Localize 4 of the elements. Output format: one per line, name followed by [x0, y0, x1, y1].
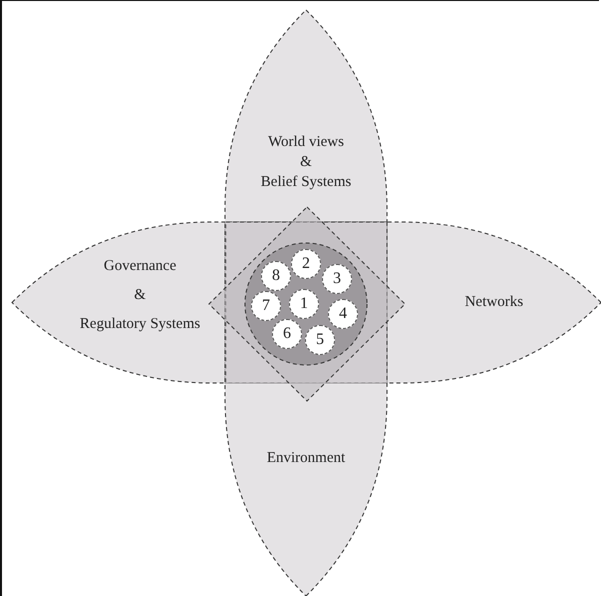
- region-label: World views & Belief Systems: [260, 133, 352, 192]
- region-label: Networks: [464, 293, 524, 312]
- region-label: Environment: [266, 449, 346, 468]
- region-label: Governance & Regulatory Systems: [78, 257, 202, 334]
